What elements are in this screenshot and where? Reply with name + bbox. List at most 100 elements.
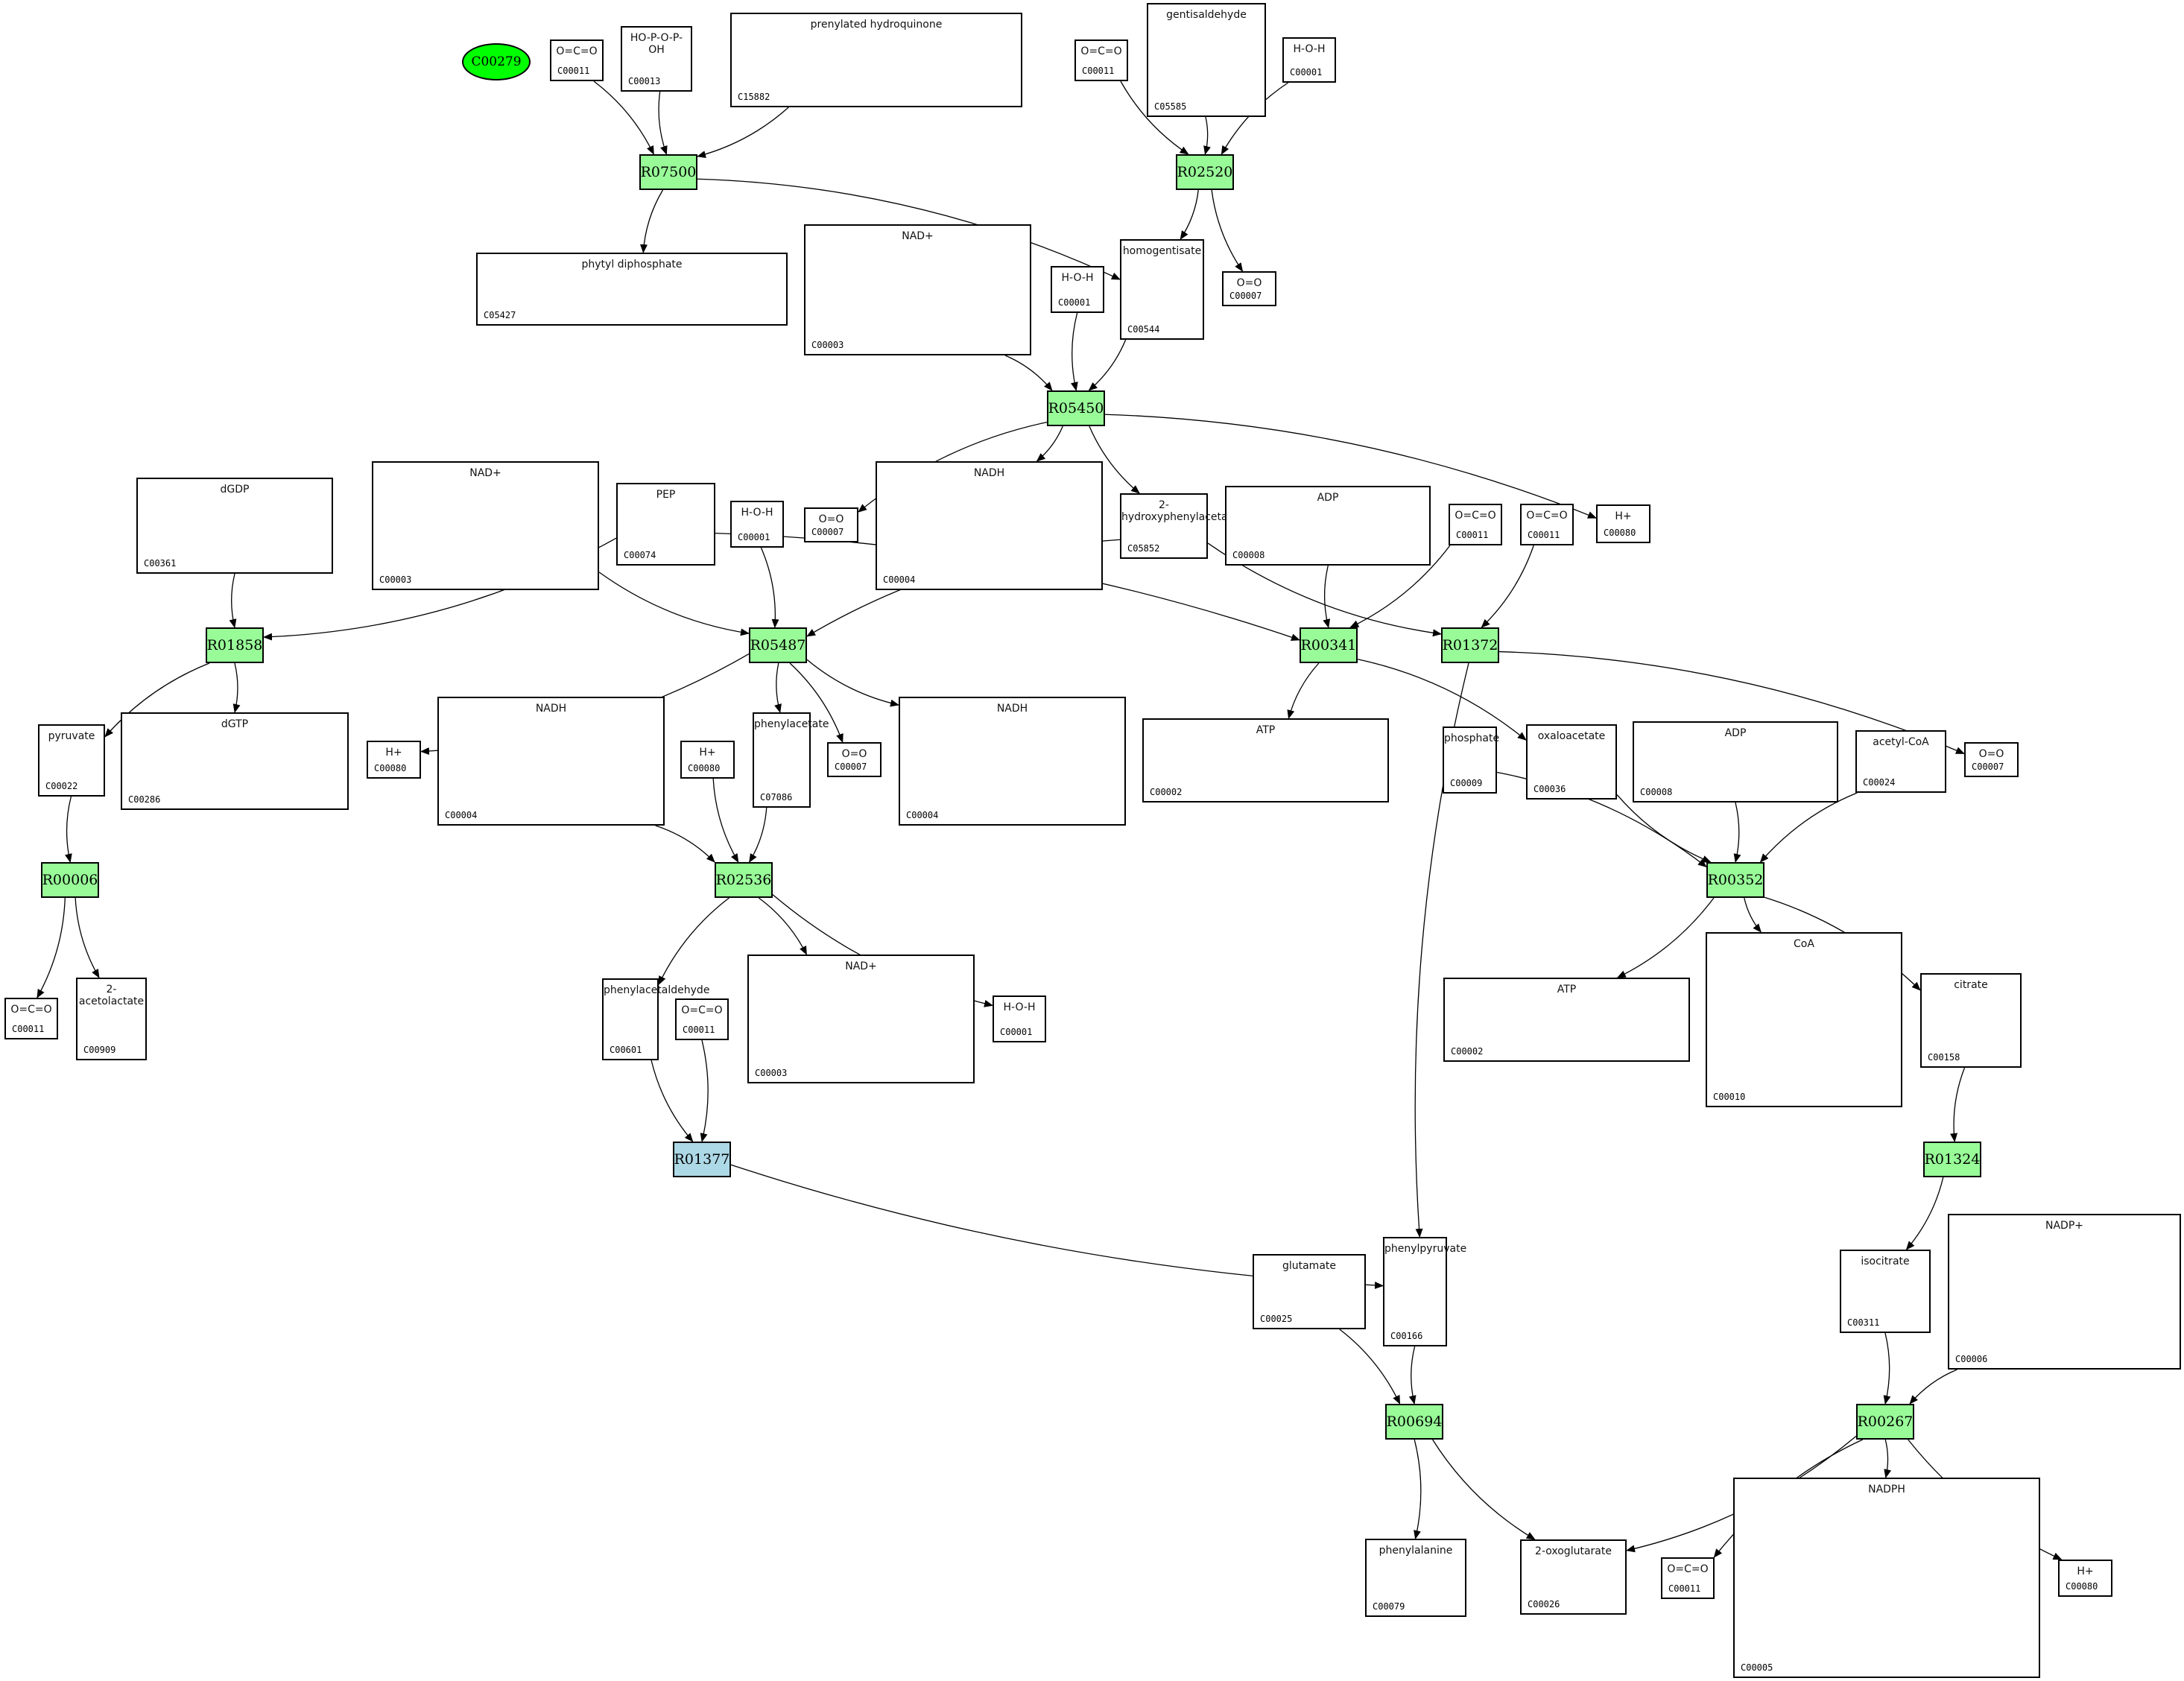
compound-id-label: C00311 xyxy=(1847,1317,1880,1328)
reaction-label: R00352 xyxy=(1707,872,1764,888)
reaction-R01377[interactable]: R01377 xyxy=(673,1142,731,1177)
compound-id-label: C00080 xyxy=(1604,528,1636,538)
edge-c_C00025-to-R00694 xyxy=(1339,1329,1401,1405)
reaction-R00006[interactable]: R00006 xyxy=(41,862,99,898)
compound-C00080-box[interactable]: H+C00080 xyxy=(1596,504,1650,543)
edge-c_C00166-to-R00694 xyxy=(1408,1346,1417,1405)
compound-C00003-box[interactable]: NAD+C00003 xyxy=(747,955,975,1083)
compound-id-label: C15882 xyxy=(738,92,770,102)
reaction-R05450[interactable]: R05450 xyxy=(1047,390,1105,426)
reaction-R01858[interactable]: R01858 xyxy=(206,627,264,663)
reaction-label: R02536 xyxy=(715,872,772,888)
compound-id-label: C00007 xyxy=(1972,762,2004,772)
compound-C00080-box[interactable]: H+C00080 xyxy=(680,741,735,779)
compound-structure: H-O-H xyxy=(1003,1001,1036,1013)
reaction-R05487[interactable]: R05487 xyxy=(749,627,807,663)
edge-R05487-to-c_C00007_c xyxy=(789,662,843,743)
compound-id-label: C00166 xyxy=(1390,1331,1423,1341)
edge-c_C00601-to-R01377 xyxy=(651,1060,694,1142)
reaction-R07500[interactable]: R07500 xyxy=(639,154,697,190)
reaction-R00341[interactable]: R00341 xyxy=(1300,627,1358,663)
start-compound-node[interactable]: C00279 xyxy=(462,43,531,80)
compound-C00003-box[interactable]: NAD+C00003 xyxy=(804,224,1031,355)
compound-C00080-box[interactable]: H+C00080 xyxy=(367,741,421,779)
compound-structure: O=C=O xyxy=(681,1004,723,1016)
compound-id-label: C00011 xyxy=(1528,530,1560,540)
compound-C00006-box[interactable]: NADP+C00006 xyxy=(1948,1214,2181,1370)
compound-id-label: C00011 xyxy=(557,66,590,76)
compound-structure: citrate xyxy=(1954,979,1988,991)
edge-c_C00013-to-R07500 xyxy=(658,91,668,155)
compound-structure: ADP xyxy=(1724,727,1747,739)
reaction-R00352[interactable]: R00352 xyxy=(1706,862,1764,898)
compound-C00003-box[interactable]: NAD+C00003 xyxy=(372,461,599,590)
compound-id-label: C00601 xyxy=(610,1045,642,1055)
compound-id-label: C05585 xyxy=(1154,101,1187,112)
compound-id-label: C00003 xyxy=(755,1068,788,1078)
compound-structure: prenylated hydroquinone xyxy=(810,19,943,31)
compound-structure: 2-hydroxyphenylacetate xyxy=(1121,499,1238,523)
reaction-R00267[interactable]: R00267 xyxy=(1856,1404,1914,1440)
compound-id-label: C00010 xyxy=(1713,1092,1746,1102)
compound-structure: homogentisate xyxy=(1122,245,1202,257)
compound-structure: phenylacetaldehyde xyxy=(604,984,710,996)
compound-structure: H-O-H xyxy=(1293,43,1326,55)
reaction-label: R00006 xyxy=(42,872,98,888)
reaction-R02520[interactable]: R02520 xyxy=(1176,154,1234,190)
reaction-R02536[interactable]: R02536 xyxy=(715,862,773,898)
edge-c_C00011_b-to-R02520 xyxy=(1120,80,1189,155)
reaction-R01372[interactable]: R01372 xyxy=(1441,627,1499,663)
reaction-R00694[interactable]: R00694 xyxy=(1385,1404,1443,1440)
compound-C00080-box[interactable]: H+C00080 xyxy=(2058,1560,2112,1597)
compound-id-label: C00026 xyxy=(1528,1599,1560,1609)
compound-structure: NADH xyxy=(996,703,1028,715)
reaction-R01324[interactable]: R01324 xyxy=(1923,1142,1981,1177)
